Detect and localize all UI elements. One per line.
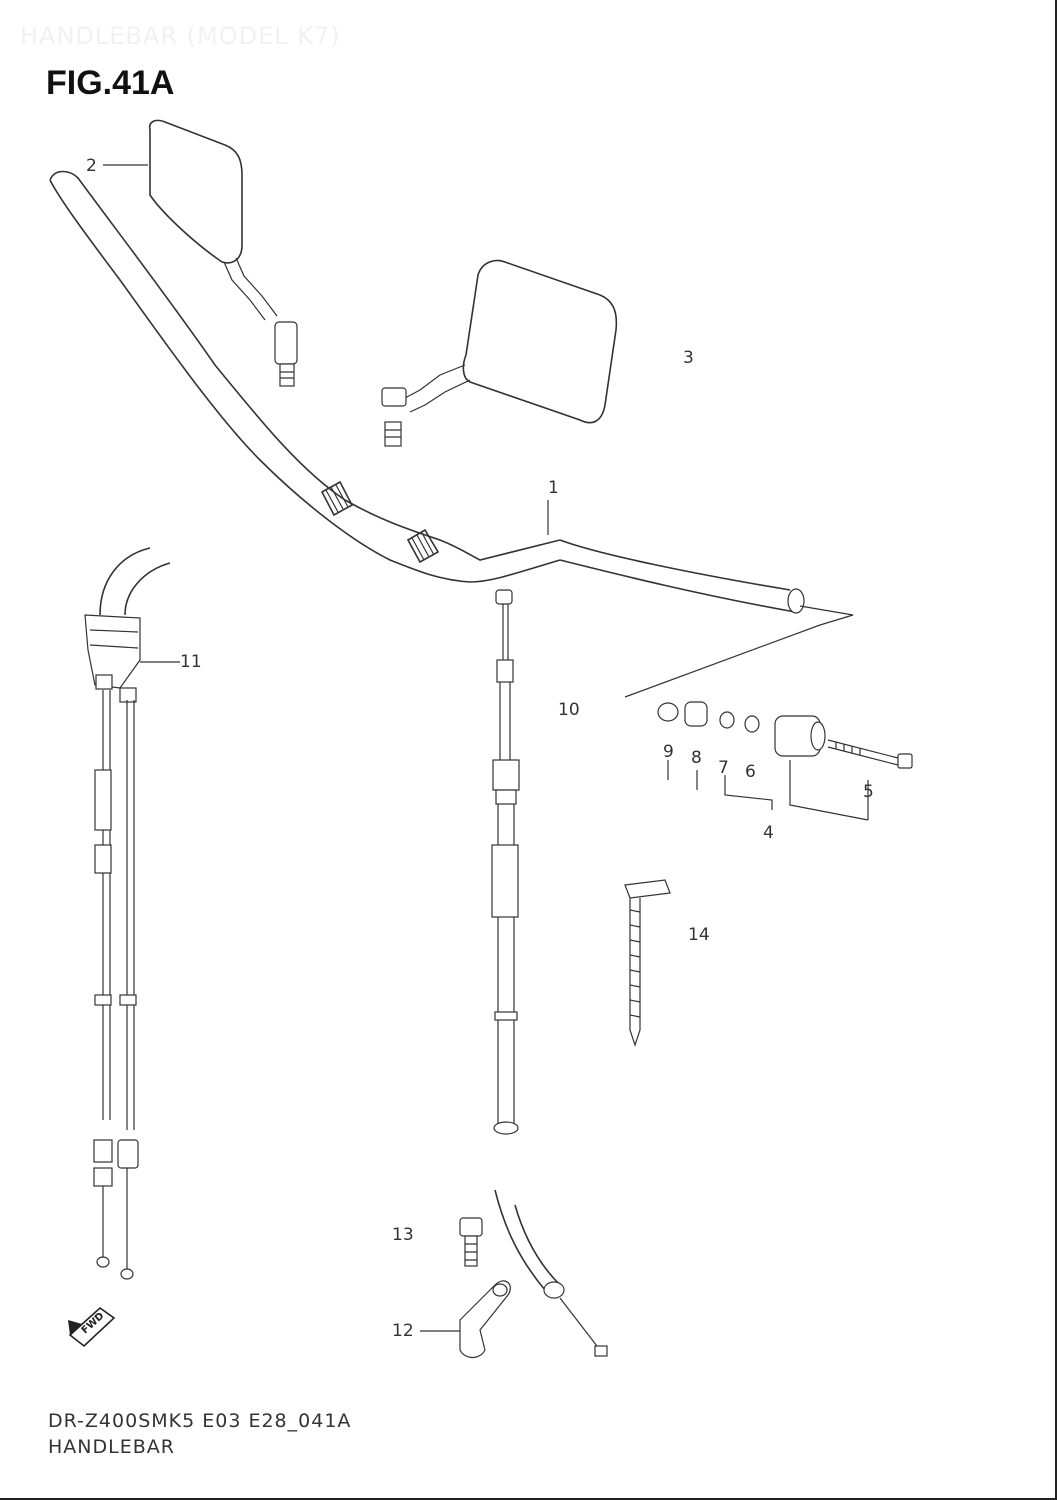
- callout-14: 14: [688, 925, 710, 945]
- callout-2: 2: [86, 156, 97, 176]
- callout-3: 3: [683, 348, 694, 368]
- model-header: HANDLEBAR (MODEL K7): [20, 22, 341, 50]
- callout-8: 8: [691, 748, 702, 768]
- callout-11: 11: [180, 652, 202, 672]
- bolt-part[interactable]: [459, 1217, 483, 1267]
- callout-12: 12: [392, 1321, 414, 1341]
- callout-6: 6: [745, 762, 756, 782]
- mirror-left-part[interactable]: [148, 119, 298, 387]
- screw-part[interactable]: [624, 879, 671, 1047]
- clamp-part[interactable]: [459, 1280, 511, 1359]
- handlebar-part[interactable]: [49, 170, 805, 614]
- callout-4: 4: [763, 823, 774, 843]
- callout-7: 7: [718, 758, 729, 778]
- mirror-right-part[interactable]: [381, 259, 618, 447]
- callout-1: 1: [548, 478, 559, 498]
- footer-name: HANDLEBAR: [48, 1436, 175, 1458]
- leader-lines: [103, 164, 869, 1332]
- footer-code: DR-Z400SMK5 E03 E28_041A: [48, 1410, 352, 1432]
- figure-title: FIG.41A: [46, 64, 175, 102]
- callout-13: 13: [392, 1225, 414, 1245]
- callout-9: 9: [663, 742, 674, 762]
- callout-5: 5: [863, 782, 874, 802]
- bar-end-assembly[interactable]: [624, 605, 913, 769]
- callout-10: 10: [558, 700, 580, 720]
- fwd-arrow-icon: [68, 1306, 116, 1348]
- throttle-cable-part[interactable]: [84, 547, 171, 1280]
- clutch-cable-part[interactable]: [491, 589, 608, 1357]
